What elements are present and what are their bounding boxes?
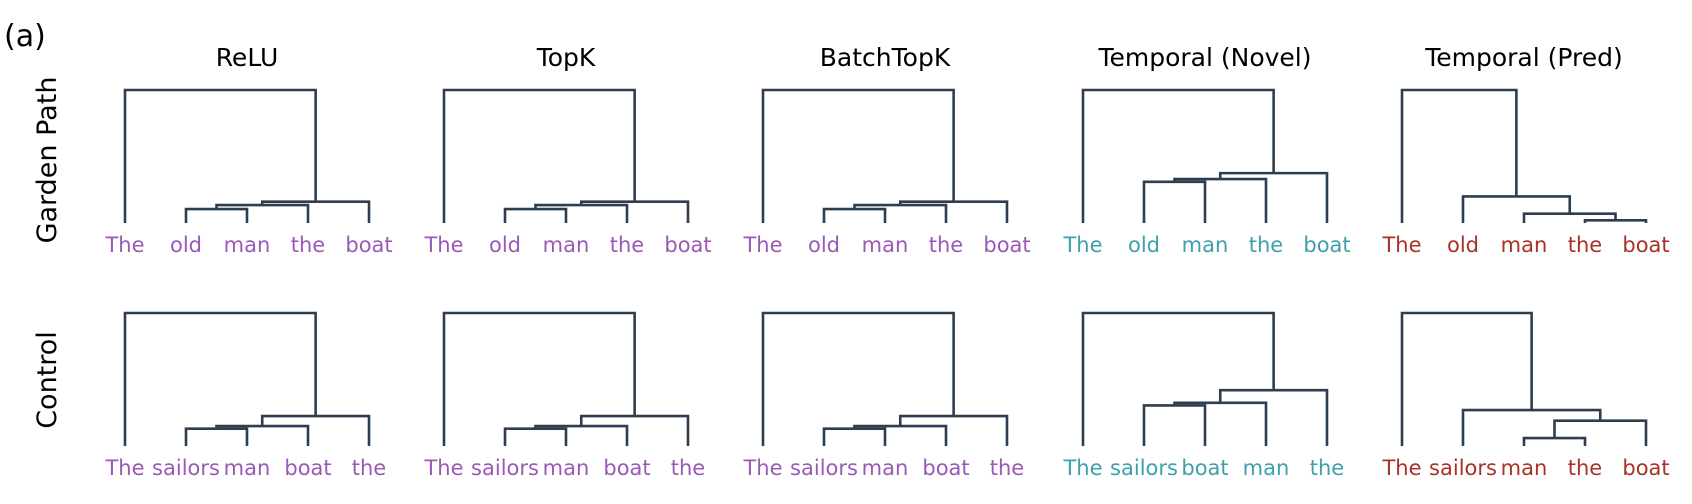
leaf-label: boat [1622, 456, 1669, 480]
leaf-label: man [543, 456, 590, 480]
leaf-label: sailors [152, 456, 220, 480]
leaf-label: boat [603, 456, 650, 480]
panel-title: BatchTopK [820, 43, 951, 72]
dendrogram-link [1142, 404, 1207, 446]
leaf-label: old [808, 233, 840, 257]
leaf-label: old [1447, 233, 1479, 257]
dendrogram-link [1173, 401, 1268, 446]
dendrogram-link [442, 311, 636, 446]
leaf-label: The [1381, 233, 1421, 257]
leaf-label: The [1062, 233, 1102, 257]
leaf-label: sailors [471, 456, 539, 480]
dendrogram-link [1218, 388, 1329, 446]
leaf-label: The [742, 456, 782, 480]
figure-label: (a) [4, 19, 46, 54]
dendrogram-link [260, 414, 371, 446]
leaf-label: The [1381, 456, 1421, 480]
leaf-label: man [1501, 456, 1548, 480]
dendrogram-link [579, 414, 690, 446]
leaf-label: man [862, 233, 909, 257]
leaf-label: the [990, 456, 1024, 480]
dendrogram-link [1553, 419, 1648, 446]
leaf-label: boat [983, 233, 1030, 257]
leaf-label: The [104, 233, 144, 257]
leaf-label: man [543, 233, 590, 257]
dendrogram-link [1173, 177, 1268, 223]
leaf-label: man [1501, 233, 1548, 257]
dendrogram-link [1142, 180, 1207, 223]
leaf-label: The [742, 233, 782, 257]
dendrogram-link [123, 311, 317, 446]
leaf-label: old [489, 233, 521, 257]
dendrogram-link [1081, 88, 1275, 223]
leaf-label: the [1568, 456, 1602, 480]
dendrogram-link [1583, 219, 1648, 223]
dendrogram-link [761, 88, 955, 223]
dendrogram-link [503, 427, 568, 446]
dendrogram-link [822, 427, 887, 446]
dendrogram-link [503, 207, 568, 223]
leaf-label: man [1243, 456, 1290, 480]
leaf-label: the [352, 456, 386, 480]
leaf-label: boat [1181, 456, 1228, 480]
leaf-label: The [423, 233, 463, 257]
leaf-label: sailors [790, 456, 858, 480]
dendrogram-link [1461, 195, 1572, 223]
leaf-label: man [224, 456, 271, 480]
leaf-label: The [1062, 456, 1102, 480]
leaf-label: sailors [1110, 456, 1178, 480]
dendrogram-link [184, 427, 249, 446]
dendrogram-link [123, 88, 317, 223]
leaf-label: man [224, 233, 271, 257]
dendrogram-link [1461, 408, 1602, 446]
leaf-label: the [610, 233, 644, 257]
row-label-control: Control [32, 331, 63, 429]
row-label-garden-path: Garden Path [32, 77, 63, 244]
leaf-label: the [1249, 233, 1283, 257]
leaf-label: boat [664, 233, 711, 257]
panel-title: TopK [536, 43, 596, 72]
panel-title: Temporal (Novel) [1097, 43, 1311, 72]
panel-title: ReLU [216, 43, 279, 72]
dendrogram-link [1522, 436, 1587, 446]
leaf-label: boat [922, 456, 969, 480]
dendrogram-link [442, 88, 636, 223]
dendrogram-link [1400, 311, 1533, 446]
leaf-label: old [170, 233, 202, 257]
leaf-label: boat [1622, 233, 1669, 257]
dendrogram-link [1400, 88, 1518, 223]
leaf-label: the [671, 456, 705, 480]
leaf-label: the [1568, 233, 1602, 257]
leaf-label: The [104, 456, 144, 480]
leaf-label: man [862, 456, 909, 480]
leaf-label: The [423, 456, 463, 480]
panel-title: Temporal (Pred) [1424, 43, 1623, 72]
dendrogram-link [761, 311, 955, 446]
leaf-label: the [929, 233, 963, 257]
dendrogram-link [822, 207, 887, 223]
leaf-label: man [1182, 233, 1229, 257]
leaf-label: the [1310, 456, 1344, 480]
dendrogram-link [1218, 171, 1329, 223]
dendrogram-link [898, 414, 1009, 446]
leaf-label: old [1128, 233, 1160, 257]
leaf-label: the [291, 233, 325, 257]
leaf-label: boat [284, 456, 331, 480]
leaf-label: boat [345, 233, 392, 257]
dendrogram-link [184, 207, 249, 223]
leaf-label: boat [1303, 233, 1350, 257]
dendrogram-link [1081, 311, 1275, 446]
leaf-label: sailors [1429, 456, 1497, 480]
